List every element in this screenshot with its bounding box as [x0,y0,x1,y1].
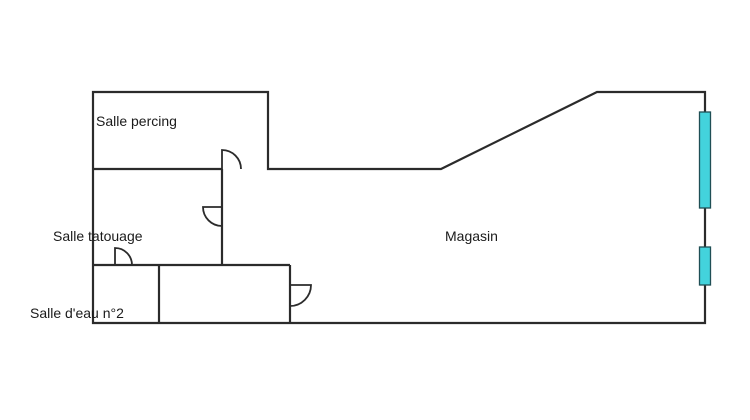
window-lower [698,246,712,286]
room-label-tatouage: Salle tatouage [53,228,143,244]
door-storage [289,284,312,307]
door-percing [221,149,242,170]
window-upper [698,111,712,209]
room-label-magasin: Magasin [445,228,498,244]
door-tatouage [202,206,223,227]
room-label-percing: Salle percing [96,113,177,129]
outer-wall [91,90,707,325]
door-eau [114,247,133,266]
room-label-eau: Salle d'eau n°2 [30,305,124,321]
